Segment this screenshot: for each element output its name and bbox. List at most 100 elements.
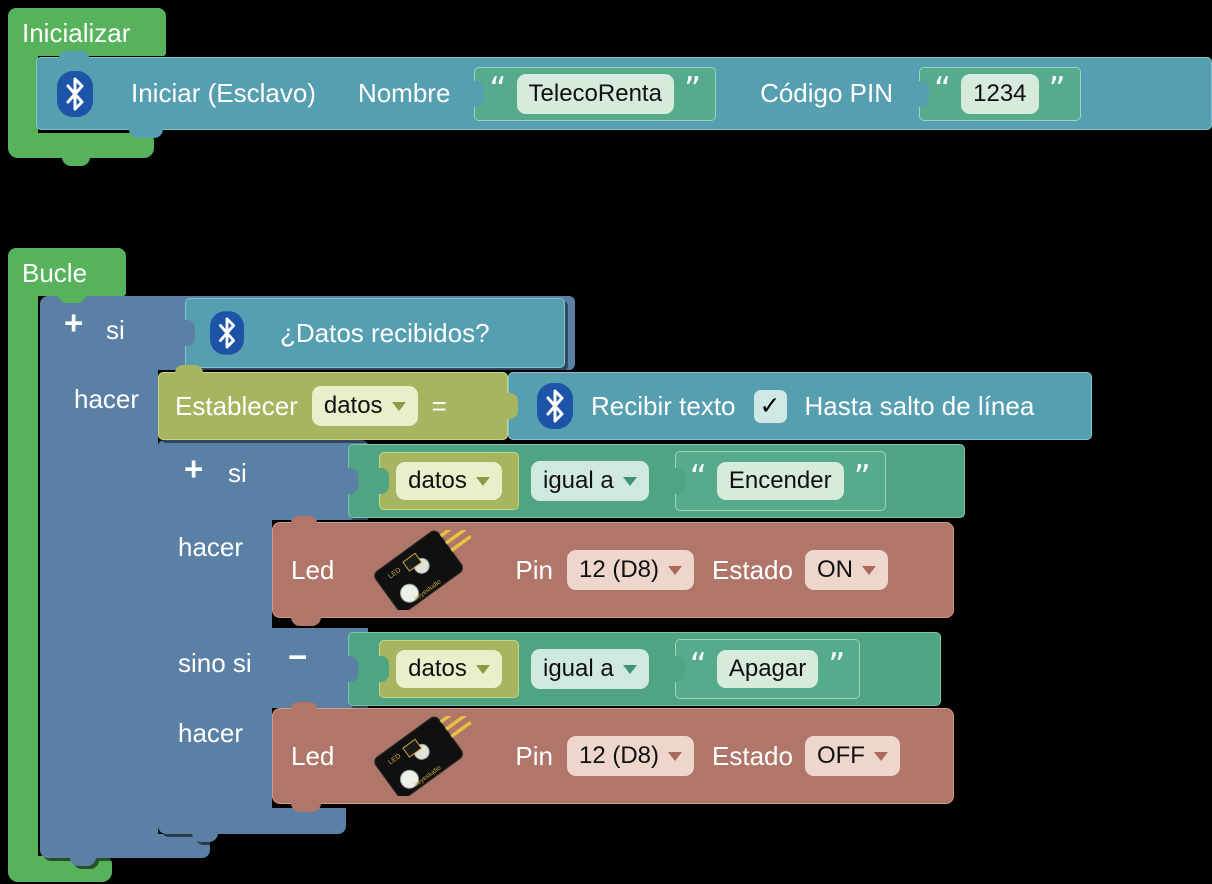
- pin-text-field[interactable]: 1234: [961, 73, 1039, 114]
- bucle-label: Bucle: [22, 258, 88, 288]
- estado-value: OFF: [816, 742, 865, 769]
- pin-value: 12 (D8): [578, 742, 659, 769]
- dropdown-arrow-icon: [873, 751, 888, 761]
- outer-if-hacer-label: hacer: [74, 384, 140, 414]
- close-quote: ”: [828, 644, 846, 684]
- block-led-on[interactable]: Led LED keyestudio Pin 12 (D8): [272, 516, 954, 626]
- operator-label: igual a: [543, 467, 614, 494]
- string-block-name[interactable]: “ TelecoRenta ”: [474, 66, 717, 121]
- variable-dropdown[interactable]: datos: [311, 386, 418, 426]
- pin-label: Pin: [515, 740, 553, 771]
- operator-dropdown[interactable]: igual a: [531, 461, 649, 501]
- estado-label: Estado: [712, 554, 793, 585]
- open-quote: “: [489, 69, 507, 108]
- name-text-field[interactable]: TelecoRenta: [516, 73, 674, 114]
- bucle-spine: [8, 294, 38, 860]
- inner-if-bottom-bar: [158, 808, 346, 834]
- newline-checkbox[interactable]: ✓: [753, 389, 787, 423]
- outer-if-spine: [40, 368, 158, 836]
- open-quote: “: [934, 69, 952, 108]
- statement-tab: [291, 617, 321, 626]
- statement-tab: [291, 803, 321, 812]
- led-label: Led: [291, 554, 335, 585]
- inner-if-hacer-label: hacer: [178, 532, 244, 562]
- variable-block-datos[interactable]: datos: [379, 452, 519, 510]
- string-block-encender[interactable]: “ Encender ”: [674, 451, 886, 511]
- outer-if-next-tab: [70, 857, 96, 866]
- estado-dropdown[interactable]: ON: [804, 550, 888, 590]
- string-block-apagar[interactable]: “ Apagar ”: [674, 639, 861, 699]
- inner-if-hacer2-label: hacer: [178, 718, 244, 748]
- variable-name: datos: [408, 655, 467, 682]
- dropdown-arrow-icon: [668, 565, 682, 575]
- inner-if-next-tab: [192, 833, 218, 842]
- variable-dropdown[interactable]: datos: [396, 462, 502, 500]
- open-quote: “: [689, 644, 707, 684]
- pin-dropdown[interactable]: 12 (D8): [566, 550, 694, 590]
- statement-notch: [291, 516, 317, 523]
- operator-dropdown[interactable]: igual a: [531, 649, 649, 689]
- bucle-hat-bar[interactable]: [8, 248, 126, 296]
- statement-notch: [175, 365, 203, 373]
- variable-block-datos[interactable]: datos: [379, 640, 519, 698]
- block-bt-datos-recibidos[interactable]: ¿Datos recibidos?: [185, 298, 565, 368]
- inicializar-bottom-bar: [8, 133, 154, 158]
- pin-label: Pin: [515, 554, 553, 585]
- inner-if-header[interactable]: [158, 440, 368, 520]
- elseif-mutator-minus-icon[interactable]: −: [288, 638, 308, 675]
- bluetooth-icon: [210, 311, 244, 355]
- dropdown-arrow-icon: [622, 476, 637, 486]
- operator-label: igual a: [543, 655, 614, 682]
- estado-dropdown[interactable]: OFF: [804, 736, 900, 776]
- block-set-variable[interactable]: Establecer datos =: [158, 365, 508, 440]
- bluetooth-icon: [537, 383, 573, 429]
- dropdown-arrow-icon: [475, 476, 490, 486]
- set-label: Establecer: [175, 390, 298, 421]
- estado-label: Estado: [712, 740, 793, 771]
- string-text-field[interactable]: Encender: [716, 462, 844, 500]
- statement-notch: [291, 702, 317, 709]
- led-module-image: LED keyestudio: [370, 530, 485, 610]
- string-text-field[interactable]: Apagar: [716, 650, 819, 688]
- estado-value: ON: [816, 556, 853, 583]
- bt-name-label: Nombre: [357, 78, 451, 108]
- block-compare-apagar[interactable]: datos igual a “ Apagar ”: [348, 632, 941, 706]
- pin-dropdown[interactable]: 12 (D8): [566, 736, 694, 776]
- variable-dropdown[interactable]: datos: [396, 650, 502, 688]
- variable-name: datos: [323, 392, 383, 419]
- inicializar-hat-bar[interactable]: [8, 8, 166, 56]
- statement-tab: [129, 129, 163, 138]
- dropdown-arrow-icon: [861, 565, 876, 575]
- inner-if-si-label: si: [228, 458, 247, 488]
- block-bt-recibir-texto[interactable]: Recibir texto ✓ Hasta salto de línea: [508, 372, 1092, 440]
- dropdown-arrow-icon: [391, 401, 406, 411]
- block-led-off[interactable]: Led LED keyestudio Pin 12 (D8): [272, 702, 954, 812]
- check-icon: ✓: [759, 392, 781, 420]
- string-block-pin[interactable]: “ 1234 ”: [919, 66, 1081, 121]
- bucle-statement-tab: [58, 292, 86, 303]
- receive-suffix-label: Hasta salto de línea: [804, 390, 1035, 421]
- if-mutator-plus-icon[interactable]: +: [184, 450, 204, 487]
- led-module-image: LED keyestudio: [370, 716, 485, 796]
- dropdown-arrow-icon: [668, 751, 682, 761]
- if-mutator-plus-icon[interactable]: +: [64, 304, 84, 341]
- outer-if-si-label: si: [106, 315, 125, 345]
- inicializar-spine: [8, 54, 38, 136]
- bluetooth-icon: [57, 70, 93, 117]
- equals-sign: =: [431, 390, 447, 421]
- outer-if-bottom-bar: [40, 834, 210, 858]
- close-quote: ”: [853, 456, 871, 496]
- bt-condition-label: ¿Datos recibidos?: [280, 317, 490, 348]
- receive-label: Recibir texto: [591, 390, 736, 421]
- block-compare-encender[interactable]: datos igual a “ Encender ”: [348, 444, 965, 518]
- statement-notch: [59, 51, 89, 58]
- close-quote: ”: [683, 69, 702, 108]
- block-bt-iniciar[interactable]: Iniciar (Esclavo) Nombre “ TelecoRenta ”…: [36, 51, 1212, 138]
- bt-start-label: Iniciar (Esclavo): [131, 78, 316, 108]
- dropdown-arrow-icon: [475, 664, 490, 674]
- led-label: Led: [291, 740, 335, 771]
